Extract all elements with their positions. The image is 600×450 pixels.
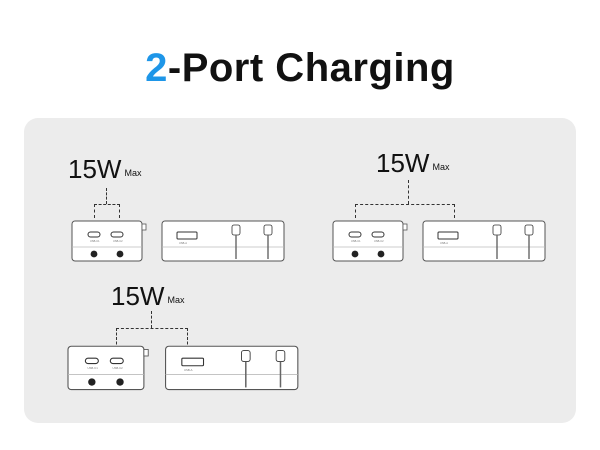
usb-c2-label: USB-C2 [112,366,123,370]
usb-c1-port [87,231,101,238]
usb-c1-label: USB-C1 [88,366,99,370]
max-label: Max [432,162,450,172]
usb-c1-label: USB-C1 [351,239,361,243]
page-title: 2-Port Charging [0,46,600,91]
connector-bracket [116,328,188,349]
usb-a-port [437,231,459,240]
usb-c2-port [109,357,124,365]
usb-a-label: USB-A [179,241,187,245]
usb-c2-port [110,231,124,238]
usb-c2-label: USB-C2 [113,239,123,243]
charger-device-1: USB-C1 USB-C2 USB-A [71,220,285,262]
connector-line [106,188,107,204]
watt-value: 15W [68,154,122,184]
title-text: -Port Charging [167,46,455,90]
usb-a-label: USB-A [184,368,193,372]
watt-value: 15W [111,281,165,311]
usb-a-port [181,357,205,367]
usb-c2-port [371,231,385,238]
connector-bracket [94,204,120,229]
title-accent: 2 [145,46,168,90]
usb-c1-port [84,357,99,365]
usb-a-port [176,231,198,240]
max-label: Max [124,168,142,178]
charger-device-2: USB-C1 USB-C2 USB-A [332,220,546,262]
charger-device-3: USB-C1 USB-C2 USB-A [67,345,299,391]
usb-c1-port [348,231,362,238]
connector-line [151,311,152,328]
connector-bracket [355,204,455,229]
usb-c1-label: USB-C1 [90,239,100,243]
usb-c2-label: USB-C2 [374,239,384,243]
max-label: Max [167,295,185,305]
watt-value: 15W [376,148,430,178]
usb-a-label: USB-A [440,241,448,245]
connector-line [408,180,409,204]
